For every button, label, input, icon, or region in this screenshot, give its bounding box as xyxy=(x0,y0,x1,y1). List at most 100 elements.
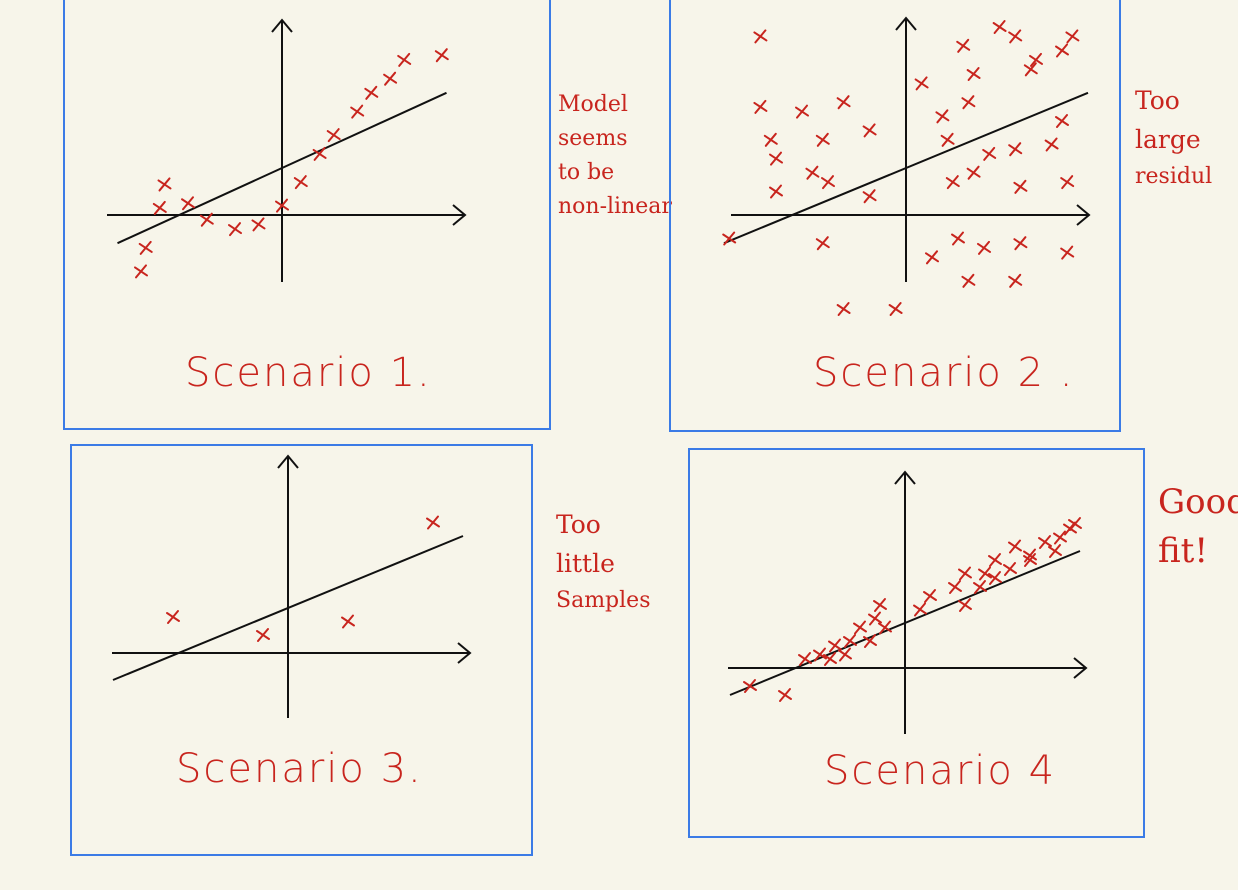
y-axis-arrowhead xyxy=(271,18,293,33)
x-axis-arrowhead xyxy=(457,642,472,664)
data-point xyxy=(951,231,965,246)
data-point xyxy=(1068,517,1082,531)
data-point xyxy=(988,553,1002,567)
data-point xyxy=(956,38,971,53)
scenario-1-panel: Scenario 1. xyxy=(63,0,551,430)
data-point xyxy=(948,580,962,594)
note-line: non-linear xyxy=(558,194,672,220)
data-point xyxy=(836,302,851,316)
data-point xyxy=(1008,29,1023,44)
data-point xyxy=(275,198,289,213)
data-point xyxy=(795,104,809,119)
data-point xyxy=(977,240,991,255)
data-point xyxy=(341,614,355,629)
scenario-4-note: Good fit! xyxy=(1158,478,1238,577)
data-point xyxy=(961,95,976,110)
data-point xyxy=(888,302,903,316)
note-line: Samples xyxy=(556,587,651,613)
scenario-1-caption: Scenario 1. xyxy=(185,350,432,396)
data-point xyxy=(312,146,327,161)
data-point xyxy=(961,273,976,288)
y-axis-arrowhead xyxy=(895,16,917,31)
fit-line xyxy=(723,91,1089,245)
scenario-2-caption: Scenario 2 . xyxy=(813,350,1075,396)
note-line: Too xyxy=(1135,86,1180,115)
data-point xyxy=(1023,62,1038,77)
scenario-4-plot xyxy=(728,470,1088,734)
data-point xyxy=(815,236,830,251)
data-point xyxy=(843,634,857,648)
data-point xyxy=(913,602,927,617)
scenario-2-plot xyxy=(722,16,1091,316)
data-point xyxy=(1060,245,1075,260)
data-point xyxy=(769,151,783,166)
data-point xyxy=(853,620,867,635)
data-point xyxy=(821,175,835,190)
note-line: seems xyxy=(558,126,628,152)
data-point xyxy=(1008,273,1023,288)
data-point xyxy=(1013,236,1028,251)
data-point xyxy=(828,638,842,653)
data-point xyxy=(992,20,1007,34)
data-point xyxy=(293,175,308,190)
note-line: Too xyxy=(556,510,601,539)
scenario-1-note: Model seems to be non-linear xyxy=(558,88,672,224)
data-point xyxy=(763,132,778,147)
note-line: residul xyxy=(1135,163,1213,189)
data-point xyxy=(350,104,365,119)
data-point xyxy=(753,99,768,114)
data-point xyxy=(722,231,737,246)
data-point xyxy=(426,515,440,530)
scenario-3-note: Too little Samples xyxy=(556,506,650,618)
scenario-4-panel: Scenario 4 xyxy=(688,448,1145,838)
data-point xyxy=(134,264,148,279)
x-axis-arrowhead xyxy=(1073,657,1088,679)
data-point xyxy=(813,647,827,662)
data-point xyxy=(862,189,877,204)
data-point xyxy=(838,647,852,662)
data-point xyxy=(251,217,266,232)
data-point xyxy=(1023,553,1037,567)
data-point xyxy=(815,132,830,147)
data-point xyxy=(397,52,412,67)
scenario-2-panel: Scenario 2 . xyxy=(669,0,1121,432)
data-point xyxy=(256,628,270,642)
data-point xyxy=(925,250,939,265)
data-point xyxy=(958,566,972,581)
data-point xyxy=(166,610,180,624)
data-point xyxy=(805,165,820,180)
fit-line xyxy=(112,535,464,681)
data-point xyxy=(181,196,195,211)
data-point xyxy=(1044,137,1059,152)
scenario-3-caption: Scenario 3. xyxy=(176,746,423,792)
note-line: fit! xyxy=(1158,531,1209,572)
note-line: to be xyxy=(558,160,615,186)
data-point xyxy=(966,67,981,81)
scenario-3-panel: Scenario 3. xyxy=(70,444,533,856)
data-point xyxy=(823,652,837,666)
note-line: large xyxy=(1135,124,1201,154)
data-point xyxy=(873,598,887,612)
data-point xyxy=(982,146,997,161)
scenario-4-caption: Scenario 4 xyxy=(824,748,1057,794)
data-point xyxy=(199,212,214,227)
data-point xyxy=(862,123,877,138)
data-point xyxy=(157,177,172,192)
data-point xyxy=(798,652,812,666)
data-point xyxy=(152,200,167,215)
data-point xyxy=(434,48,449,63)
data-point xyxy=(945,175,960,190)
data-point xyxy=(1053,530,1067,545)
data-point xyxy=(1003,562,1017,576)
data-point xyxy=(326,128,341,143)
x-axis-arrowhead xyxy=(452,204,467,226)
data-point xyxy=(743,679,757,693)
data-point xyxy=(1065,29,1080,44)
note-line: Good xyxy=(1158,482,1238,522)
data-point xyxy=(1023,548,1037,563)
data-point xyxy=(923,589,937,603)
scenario-2-note: Too large residul xyxy=(1135,82,1212,194)
data-point xyxy=(973,580,987,594)
data-point xyxy=(228,222,242,237)
data-point xyxy=(138,240,153,255)
